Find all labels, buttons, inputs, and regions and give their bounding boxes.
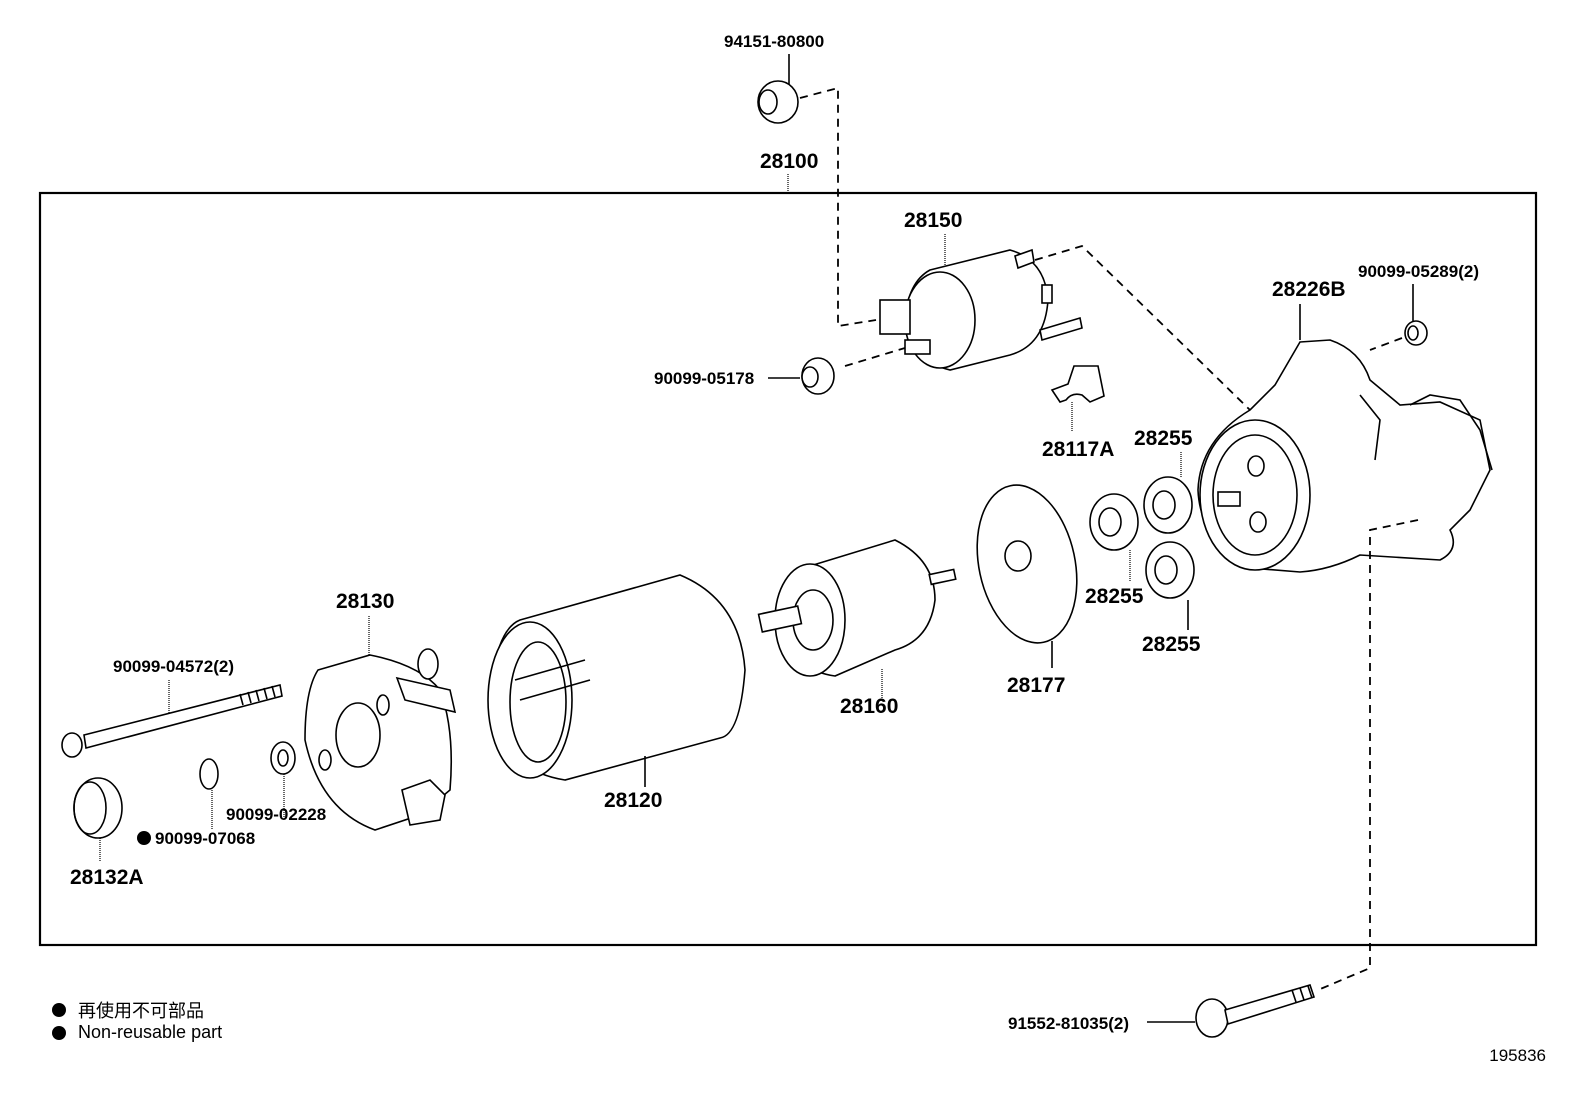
part-nut-top[interactable]: 94151-80800 bbox=[724, 32, 877, 328]
part-lever[interactable]: 28117A bbox=[1042, 365, 1114, 461]
part-yoke[interactable]: 28120 bbox=[487, 574, 746, 812]
label-solenoid: 28150 bbox=[904, 209, 962, 232]
label-housing: 28226B bbox=[1272, 278, 1346, 301]
label-nut-housing: 90099-05289(2) bbox=[1358, 262, 1479, 281]
label-gear-mid: 28255 bbox=[1085, 585, 1144, 608]
figure-number: 195836 bbox=[1489, 1046, 1546, 1065]
part-nut-housing[interactable]: 90099-05289(2) bbox=[1358, 262, 1479, 351]
legend-jp-text: 再使用不可部品 bbox=[78, 1001, 204, 1021]
label-washer: 90099-02228 bbox=[226, 805, 326, 824]
part-gear-top[interactable]: 28255 bbox=[1134, 427, 1193, 534]
legend-en: Non-reusable part bbox=[52, 1022, 222, 1043]
part-gear-bottom[interactable]: 28255 bbox=[1142, 541, 1201, 656]
label-gear-bottom: 28255 bbox=[1142, 633, 1201, 656]
part-washer[interactable]: 90099-02228 bbox=[226, 741, 326, 824]
label-armature: 28160 bbox=[840, 695, 898, 718]
part-end-frame[interactable]: 28130 bbox=[304, 590, 457, 831]
label-nut-solenoid: 90099-05178 bbox=[654, 369, 754, 388]
label-nut-top: 94151-80800 bbox=[724, 32, 824, 51]
part-through-bolt[interactable]: 90099-04572(2) bbox=[61, 657, 283, 758]
label-plate: 28177 bbox=[1007, 674, 1065, 697]
label-clip: 90099-07068 bbox=[155, 829, 255, 848]
part-armature[interactable]: 28160 bbox=[757, 539, 957, 718]
non-reusable-marker bbox=[137, 831, 151, 845]
label-gear-top: 28255 bbox=[1134, 427, 1193, 450]
legend-jp: 再使用不可部品 bbox=[52, 997, 204, 1023]
label-assembly: 28100 bbox=[760, 150, 818, 173]
part-mount-bolt[interactable]: 91552-81035(2) bbox=[1008, 984, 1316, 1038]
part-clip[interactable]: 90099-07068 bbox=[137, 758, 255, 848]
label-mount-bolt: 91552-81035(2) bbox=[1008, 1014, 1129, 1033]
part-gear-mid[interactable]: 28255 bbox=[1085, 493, 1144, 608]
part-plate[interactable]: 28177 bbox=[963, 476, 1090, 697]
part-cap[interactable]: 28132A bbox=[70, 777, 144, 889]
legend-en-text: Non-reusable part bbox=[78, 1022, 223, 1042]
label-end-frame: 28130 bbox=[336, 590, 394, 613]
label-through-bolt: 90099-04572(2) bbox=[113, 657, 234, 676]
part-nut-solenoid[interactable]: 90099-05178 bbox=[654, 347, 906, 395]
part-solenoid[interactable]: 28150 bbox=[879, 209, 1251, 411]
label-lever: 28117A bbox=[1042, 438, 1114, 461]
bullet-icon bbox=[52, 1003, 66, 1017]
part-housing[interactable]: 28226B bbox=[1197, 278, 1493, 573]
bullet-icon bbox=[52, 1025, 66, 1040]
label-yoke: 28120 bbox=[604, 789, 662, 812]
label-cap: 28132A bbox=[70, 866, 144, 889]
